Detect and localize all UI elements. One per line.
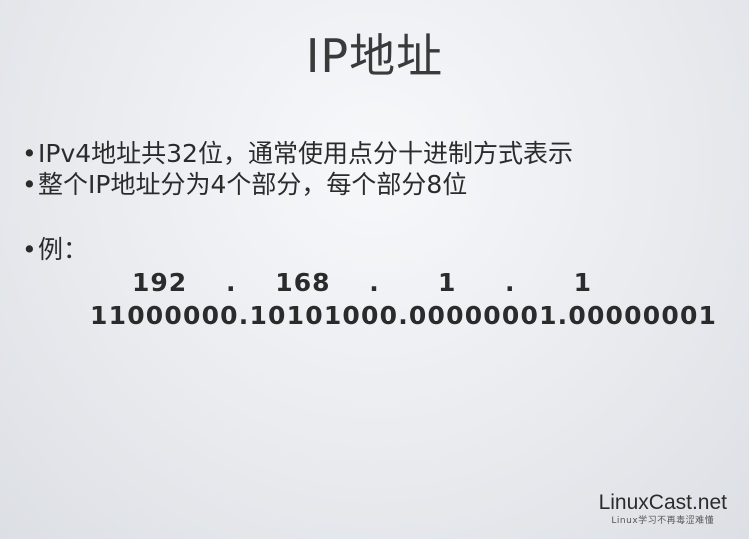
bullet-text: IPv4地址共32位，通常使用点分十进制方式表示: [38, 139, 573, 168]
bullet-item: •IPv4地址共32位，通常使用点分十进制方式表示: [22, 138, 722, 169]
ip-binary: 11000000.10101000.00000001.00000001: [90, 301, 718, 330]
linuxcast-logo: LinuxCast.net Linux学习不再毒涩难懂: [599, 491, 727, 527]
bullet-item: •整个IP地址分为4个部分，每个部分8位: [22, 169, 722, 200]
logo-name: LinuxCast.net: [598, 491, 727, 514]
example-label: •例：: [22, 234, 88, 265]
bullet-dot: •: [22, 170, 37, 199]
bullet-list: •IPv4地址共32位，通常使用点分十进制方式表示 •整个IP地址分为4个部分，…: [22, 138, 722, 200]
bullet-dot: •: [22, 139, 37, 168]
ip-dotted-decimal: 192 . 168 . 1 . 1: [132, 268, 593, 297]
slide-title: IP地址: [305, 29, 444, 83]
bullet-text: 整个IP地址分为4个部分，每个部分8位: [38, 170, 468, 199]
bullet-dot: •: [22, 235, 37, 264]
logo-tagline: Linux学习不再毒涩难懂: [611, 516, 715, 526]
example-text: 例：: [38, 235, 89, 264]
